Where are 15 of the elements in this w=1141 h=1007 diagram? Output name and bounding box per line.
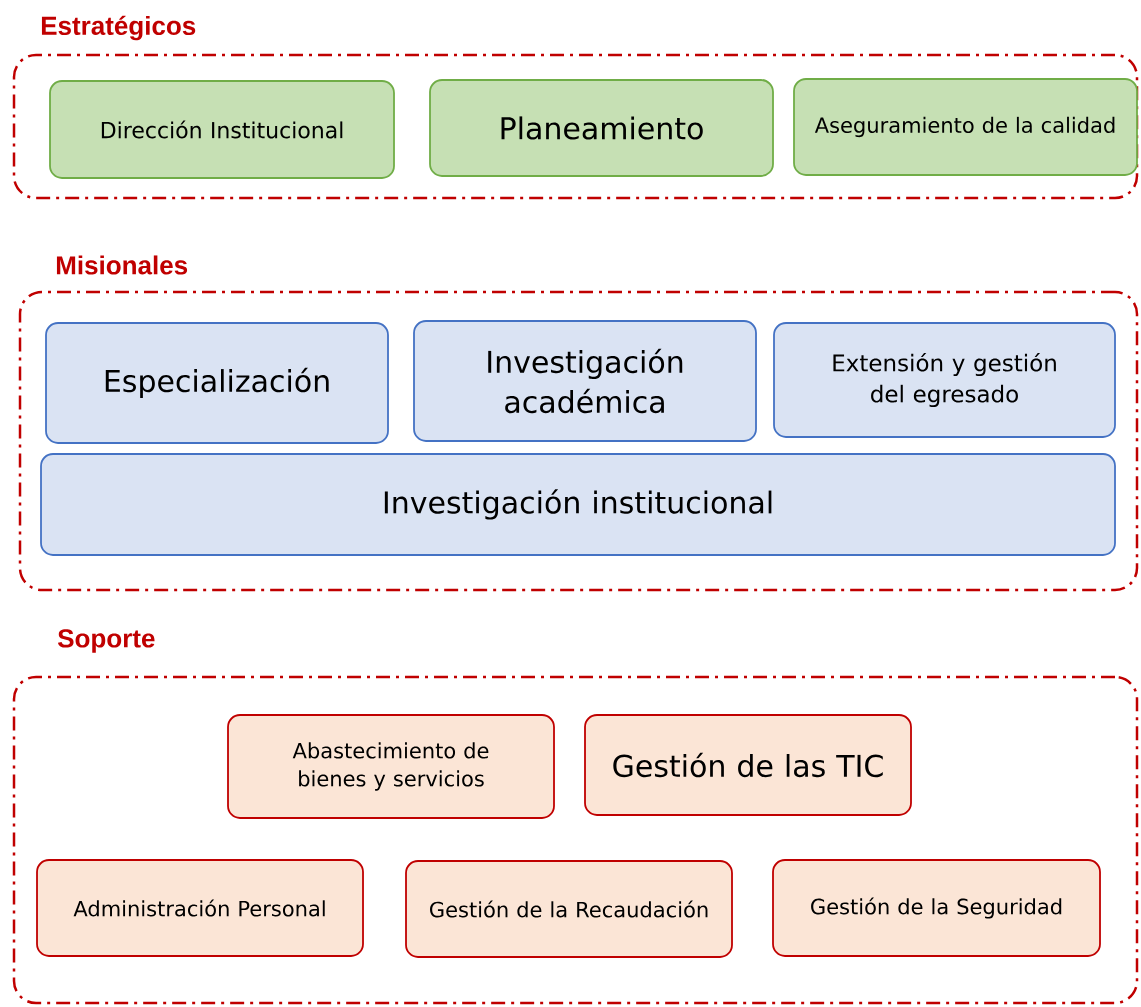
process-box: Gestión de la Seguridad	[772, 859, 1101, 957]
process-box: Extensión y gestión del egresado	[773, 322, 1116, 438]
process-box: Investigación institucional	[40, 453, 1116, 556]
process-box: Investigación académica	[413, 320, 757, 442]
process-box: Aseguramiento de la calidad	[793, 78, 1138, 176]
process-box: Abastecimiento de bienes y servicios	[227, 714, 555, 819]
process-box: Administración Personal	[36, 859, 364, 957]
process-box: Planeamiento	[429, 79, 774, 177]
group-heading: Estratégicos	[41, 15, 196, 41]
process-box: Dirección Institucional	[49, 80, 395, 179]
group-heading: Misionales	[56, 255, 188, 275]
process-box: Especialización	[45, 322, 389, 444]
group-heading: Soporte	[57, 629, 155, 653]
process-box: Gestión de las TIC	[584, 714, 912, 816]
process-box: Gestión de la Recaudación	[405, 860, 733, 958]
